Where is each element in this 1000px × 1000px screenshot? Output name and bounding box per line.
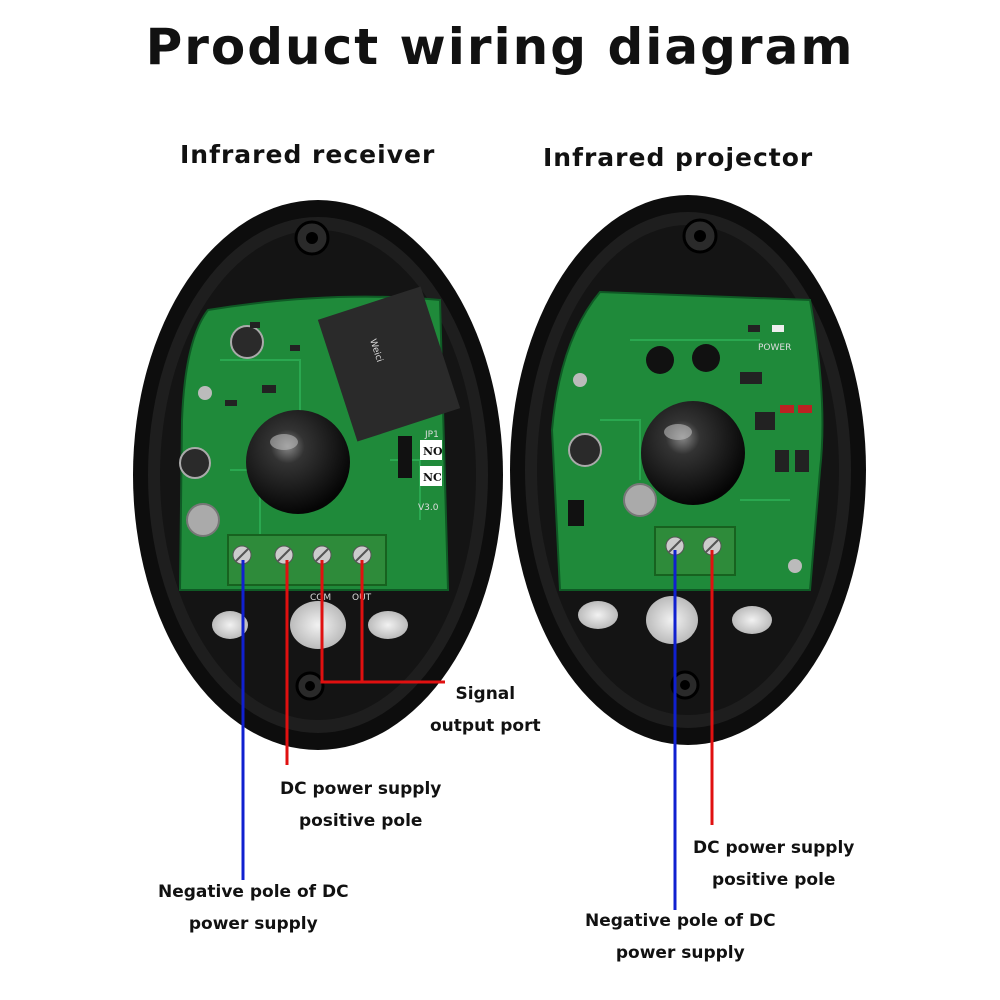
projector-heading: Infrared projector xyxy=(543,143,814,172)
dc-negative-line2: power supply xyxy=(188,914,318,934)
dc-positive-line2: positive pole xyxy=(298,811,423,831)
no-label: NO xyxy=(423,445,443,458)
dc-negative-line1: Negative pole of DC xyxy=(158,882,349,902)
projector-wires xyxy=(673,550,714,910)
receiver-wires xyxy=(241,560,445,880)
receiver-signal-label: Signal output port xyxy=(430,678,541,742)
transistor xyxy=(646,346,674,374)
projector-dc-negative-label: Negative pole of DC power supply xyxy=(585,905,776,969)
capacitor xyxy=(568,433,602,467)
capacitor xyxy=(186,503,220,537)
signal-wire-com xyxy=(320,560,445,684)
dc-positive-line2: positive pole xyxy=(711,870,836,890)
nc-label: NC xyxy=(423,471,442,484)
diagram-title: Product wiring diagram xyxy=(145,18,855,76)
jumper-label: JP1 xyxy=(424,430,439,440)
signal-label-line1: Signal xyxy=(455,684,516,704)
receiver-lens xyxy=(246,410,350,514)
receiver-heading: Infrared receiver xyxy=(180,140,436,169)
projector-lens xyxy=(641,401,745,505)
capacitor xyxy=(230,325,264,359)
receiver-jumper xyxy=(398,436,412,478)
projector-dc-positive-label: DC power supply positive pole xyxy=(693,832,854,896)
receiver-dc-negative-label: Negative pole of DC power supply xyxy=(158,876,349,940)
projector-device: POWER xyxy=(510,195,866,745)
signal-label-line2: output port xyxy=(430,716,541,736)
dc-positive-line1: DC power supply xyxy=(693,838,855,858)
version-label: V3.0 xyxy=(418,503,439,513)
dc-positive-line1: DC power supply xyxy=(280,779,442,799)
receiver-dc-positive-label: DC power supply positive pole xyxy=(280,773,441,837)
capacitor xyxy=(623,483,657,517)
receiver-device: Weici JP1 NO NC V3.0 COM OUT xyxy=(133,200,503,750)
power-label: POWER xyxy=(758,343,791,353)
dc-negative-line1: Negative pole of DC xyxy=(585,911,776,931)
dc-negative-line2: power supply xyxy=(615,943,745,963)
capacitor xyxy=(179,447,211,479)
receiver-relay xyxy=(317,286,461,442)
transistor xyxy=(692,344,720,372)
